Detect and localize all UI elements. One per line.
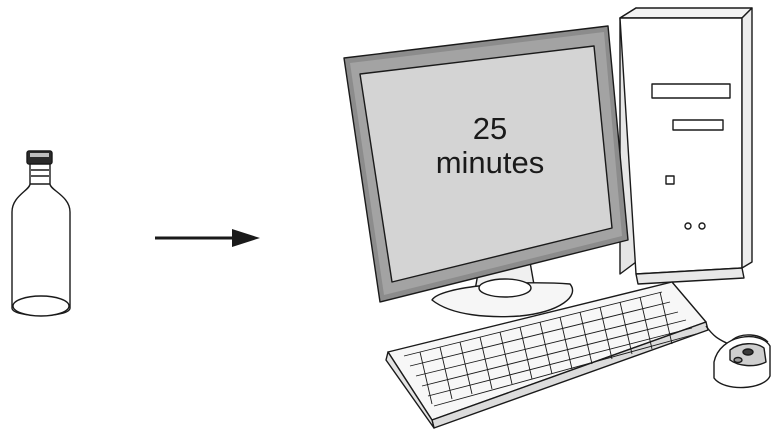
desktop-computer-icon	[344, 8, 770, 428]
duration-value: 25	[360, 112, 620, 146]
screen-duration-text: 25 minutes	[360, 112, 620, 180]
mouse-icon	[714, 335, 770, 388]
computer-tower	[620, 8, 752, 284]
glass-bottle-icon	[12, 151, 70, 316]
right-arrow-icon	[155, 229, 260, 247]
duration-unit: minutes	[360, 146, 620, 180]
